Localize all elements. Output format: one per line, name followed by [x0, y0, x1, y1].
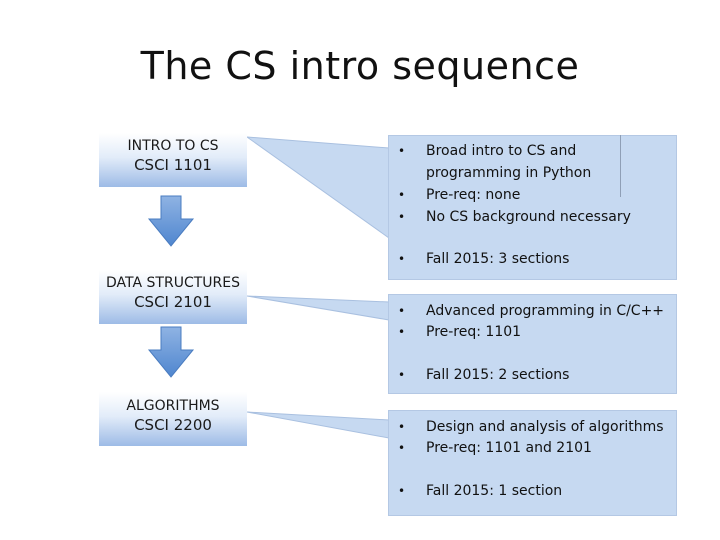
bullet: •: [398, 420, 406, 434]
course-box-algorithms: Algorithms csci 2200: [99, 392, 247, 446]
detail-box-algorithms: • Design and analysis of algorithms • Pr…: [388, 410, 677, 516]
down-arrow-icon: [147, 326, 195, 378]
detail-line: • Advanced programming in C/C++: [389, 300, 676, 322]
detail-line: • Fall 2015: 3 sections: [389, 248, 676, 270]
bullet: •: [398, 484, 406, 498]
bullet: •: [398, 188, 406, 202]
callout-pointer: [246, 411, 390, 439]
course-name: Data Structures: [106, 275, 240, 291]
course-name: Intro to CS: [127, 138, 219, 154]
course-code: Csci 1101: [134, 156, 212, 174]
bullet: •: [398, 304, 406, 318]
course-name: Algorithms: [126, 398, 220, 414]
detail-line: • Pre-req: none: [389, 184, 676, 206]
detail-line: • No CS background necessary: [389, 206, 676, 228]
bullet: •: [398, 441, 406, 455]
bullet: •: [398, 210, 406, 224]
bullet: •: [398, 325, 406, 339]
down-arrow-icon: [147, 195, 195, 247]
detail-line: • Fall 2015: 1 section: [389, 480, 676, 502]
course-box-intro: Intro to CS Csci 1101: [99, 133, 247, 187]
detail-box-intro: • Broad intro to CS and programming in P…: [388, 135, 677, 280]
bullet: •: [398, 252, 406, 266]
detail-line: • Fall 2015: 2 sections: [389, 364, 676, 386]
detail-line: programming in Python: [426, 165, 592, 181]
callout-pointer: [246, 295, 390, 321]
detail-line: • Pre-req: 1101 and 2101: [389, 437, 676, 459]
course-code: csci 2200: [134, 416, 212, 434]
slide-title: The CS intro sequence: [140, 44, 580, 88]
detail-box-data-structures: • Advanced programming in C/C++ • Pre-re…: [388, 294, 677, 394]
divider: [620, 135, 621, 197]
course-box-data-structures: Data Structures csci 2101: [99, 270, 247, 324]
detail-line: • Broad intro to CS and: [389, 140, 676, 162]
detail-line: • Design and analysis of algorithms: [389, 416, 676, 438]
callout-pointer: [245, 136, 390, 239]
course-code: csci 2101: [134, 293, 212, 311]
bullet: •: [398, 144, 406, 158]
detail-line: • Pre-req: 1101: [389, 321, 676, 343]
bullet: •: [398, 368, 406, 382]
